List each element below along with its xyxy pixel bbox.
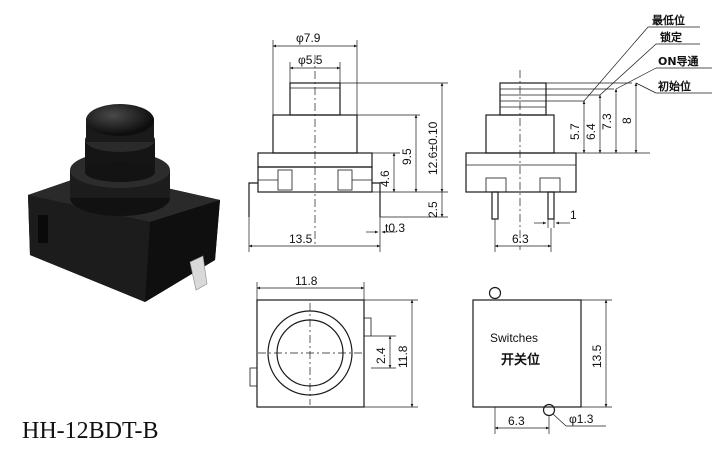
dim-top-small: 2.4 <box>374 347 388 364</box>
bottom-view: Switches 开关位 13.5 6.3 φ1.3 <box>472 286 612 434</box>
dim-height-64: 6.4 <box>584 123 598 140</box>
front-view: φ7.9 φ5.5 12.6±0.10 9.5 4.6 2.5 13.5 t0.… <box>248 31 448 252</box>
dim-hole-diameter: φ1.3 <box>569 412 594 426</box>
dim-height-95: 9.5 <box>400 148 414 165</box>
dim-pin-63: 6.3 <box>512 232 529 246</box>
dim-cap-outer: φ7.9 <box>296 31 321 45</box>
dim-bottom-width: 6.3 <box>508 414 525 428</box>
dim-pin-thickness: t0.3 <box>385 221 405 235</box>
dim-cap-inner: φ5.5 <box>298 53 323 67</box>
label-locked: 锁定 <box>660 30 682 44</box>
label-on-conducting: ON导通 <box>658 55 699 68</box>
dim-height-8: 8 <box>620 117 634 124</box>
bottom-text-switch-position: 开关位 <box>501 352 540 368</box>
bottom-text-switches: Switches <box>490 331 538 345</box>
dim-height-73: 7.3 <box>600 113 614 130</box>
dim-height-57: 5.7 <box>568 123 582 140</box>
top-view: 11.8 11.8 2.4 <box>249 274 418 408</box>
label-initial-position: 初始位 <box>658 79 691 93</box>
dim-pin-1: 1 <box>570 208 577 222</box>
model-label: HH-12BDT-B <box>22 418 158 444</box>
dim-bottom-height: 13.5 <box>590 344 604 368</box>
dim-top-height: 11.8 <box>396 345 410 368</box>
dim-height-46: 4.6 <box>378 170 392 187</box>
side-view: 5.7 6.4 7.3 8 最低位 锁定 ON导通 初始位 1 6.3 <box>465 13 712 252</box>
label-lowest-position: 最低位 <box>652 13 685 27</box>
dim-width: 13.5 <box>289 232 313 246</box>
product-photo <box>28 104 220 302</box>
dim-pin-25: 2.5 <box>426 201 440 218</box>
dim-height-total: 12.6±0.10 <box>426 121 440 175</box>
dim-top-width: 11.8 <box>295 274 318 288</box>
